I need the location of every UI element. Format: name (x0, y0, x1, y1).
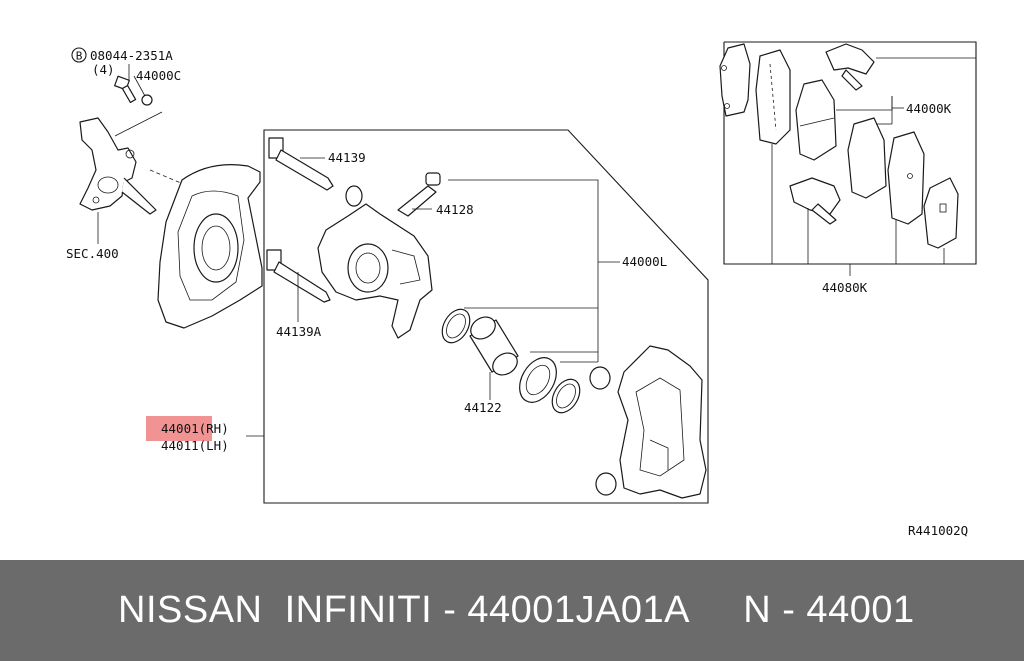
label-section: SEC.400 (66, 246, 119, 261)
pad-shim-outer (719, 43, 751, 117)
label-bolt-qty: (4) (92, 62, 115, 77)
footer-bar: NISSAN INFINITI - 44001JA01A N - 44001 (0, 560, 1024, 661)
brake-pad-outer (847, 117, 887, 199)
anti-rattle-clips-top (825, 43, 875, 91)
bleeder-screw (397, 172, 441, 217)
label-bleeder: 44128 (436, 202, 474, 217)
pad-backing-plate (755, 49, 791, 145)
dust-shield (157, 164, 263, 329)
pin-bolt-upper (268, 137, 334, 191)
label-caliper-lh: 44011(LH) (161, 438, 229, 453)
piston-seal-ring (441, 308, 471, 344)
pin-bolt-lower (266, 249, 331, 303)
label-piston-seal: 44122 (464, 400, 502, 415)
label-washer: 44000C (136, 68, 181, 83)
label-caliper-rh: 44001(RH) (161, 421, 229, 436)
label-pin-bolt-lower: 44139A (276, 324, 322, 339)
label-figure-code: R441002Q (908, 523, 968, 538)
caliper-rh-highlight (146, 416, 212, 441)
brake-pad-inner (795, 79, 837, 161)
piston (469, 316, 519, 376)
mounting-bolt (114, 75, 137, 104)
retaining-ring (551, 378, 581, 414)
pin-boot-upper (345, 185, 363, 207)
label-bolt-part: 08044-2351A (90, 48, 173, 63)
bolt-marker-circle (71, 47, 87, 63)
caliper-bracket (617, 345, 707, 499)
label-pin-bolt-upper: 44139 (328, 150, 366, 165)
piston-boot (519, 357, 557, 403)
label-pad-kit: 44000K (906, 101, 952, 116)
label-caliper-assy: 44000L (622, 254, 667, 269)
pad-shim-inner (923, 177, 959, 249)
pin-boot-a (589, 366, 611, 390)
pad-kit-frame (723, 41, 977, 265)
caliper-assembly-frame (263, 129, 709, 504)
anti-rattle-clips-bottom (789, 177, 841, 225)
washer (141, 94, 153, 106)
bolt-label-group: B 08044-2351A (4) 44000C (71, 47, 181, 83)
bolt-marker-letter: B (76, 50, 83, 63)
pin-boot-b (595, 472, 617, 496)
caliper-body (317, 203, 433, 339)
parts-diagram: B 08044-2351A (4) 44000C SEC.400 44139 (66, 41, 977, 538)
diagram-canvas: B 08044-2351A (4) 44000C SEC.400 44139 (66, 41, 977, 538)
pad-backing-plate-2 (887, 131, 925, 225)
label-pad-hardware: 44080K (822, 280, 868, 295)
footer-part-number: NISSAN INFINITI - 44001JA01A N - 44001 (118, 589, 915, 631)
steering-knuckle (79, 117, 157, 215)
